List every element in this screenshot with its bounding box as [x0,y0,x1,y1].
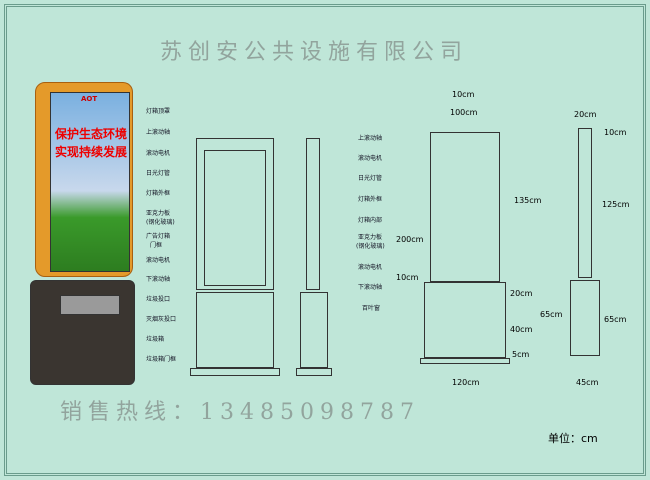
dim-width: 120cm [452,378,480,387]
dim-side-cap: 10cm [604,128,627,137]
label: 日光灯管 [358,175,383,182]
label: 滚动电机 [146,150,171,157]
label: 下滚动轴 [146,276,171,283]
label: 亚克力板 [146,210,171,217]
label: 灯箱内部 [358,217,383,224]
label: 垃圾投口 [146,296,171,303]
dim-foot: 5cm [512,350,530,359]
dim-side-width: 45cm [576,378,599,387]
dim-side-light: 125cm [602,200,630,209]
slogan-line-1: 保护生态环境 [55,127,128,141]
brand-logo: AOT [81,95,98,103]
label: 滚动电机 [358,264,383,271]
label: 灭烟灰投口 [146,316,177,323]
label: 灯箱顶罩 [146,108,171,115]
label: (钢化玻璃) [356,243,385,250]
label: 日光灯管 [146,170,171,177]
label: 门框 [150,242,163,249]
dim-top: 10cm [452,90,475,99]
dim-base-height: 65cm [540,310,563,319]
dim-total-height: 200cm [396,235,424,244]
label: 亚克力板 [358,234,383,241]
unit-label: 单位：cm [548,432,598,445]
label: 上滚动轴 [146,129,171,136]
dim-side-base: 65cm [604,315,627,324]
decorative-border [4,4,646,476]
label: 百叶窗 [362,305,381,312]
label: 灯箱外框 [358,196,383,203]
label: (钢化玻璃) [146,219,175,226]
dim-bin: 40cm [510,325,533,334]
label: 广告灯箱 [146,233,171,240]
watermark-hotline: 销售热线：13485098787 [60,400,420,425]
label: 滚动电机 [146,257,171,264]
dim-side-top: 20cm [574,110,597,119]
dim-inner-width: 100cm [450,108,478,117]
label: 垃圾箱门框 [146,356,177,363]
label: 垃圾箱 [146,336,165,343]
watermark-company: 苏创安公共设施有限公司 [160,40,469,65]
dim-slot: 20cm [510,289,533,298]
label: 灯箱外框 [146,190,171,197]
label: 下滚动轴 [358,284,383,291]
dim-gap: 10cm [396,273,419,282]
slogan-line-2: 实现持续发展 [55,145,128,159]
dim-light-height: 135cm [514,196,542,205]
label: 上滚动轴 [358,135,383,142]
label: 滚动电机 [358,155,383,162]
